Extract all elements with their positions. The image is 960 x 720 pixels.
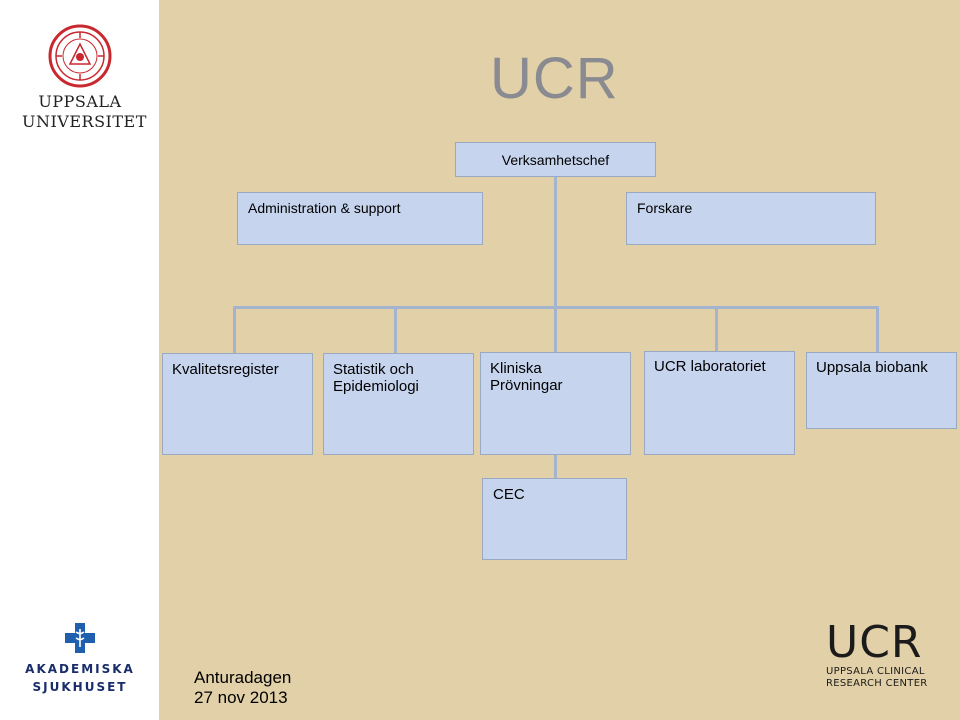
connector-unit-4	[715, 306, 718, 351]
ucr-logo-mark: UCR	[826, 617, 923, 668]
unit-box-2: Statistik och Epidemiologi	[323, 353, 474, 455]
researchers-box: Forskare	[626, 192, 876, 245]
unit-box-3: Kliniska Prövningar	[480, 352, 631, 455]
university-name-line1: UPPSALA	[38, 92, 122, 111]
connector-unit-3	[554, 306, 557, 352]
unit-5-label-line1: Uppsala biobank	[816, 359, 928, 376]
connector-unit-2	[394, 306, 397, 353]
uppsala-university-logo: UPPSALA UNIVERSITET	[22, 24, 147, 132]
slide-title: UCR	[490, 46, 619, 111]
logo-sidebar: UPPSALA UNIVERSITET AKADEMISKA SJUKHUSET	[0, 0, 159, 720]
akademiska-sjukhuset-logo: AKADEMISKA SJUKHUSET	[16, 622, 144, 696]
footer-event: Anturadagen	[194, 668, 292, 687]
footer-date: 27 nov 2013	[194, 688, 288, 707]
unit-4-label-line1: UCR laboratoriet	[654, 358, 766, 375]
head-label: Verksamhetschef	[501, 152, 610, 168]
unit-box-5: Uppsala biobank	[806, 352, 957, 429]
unit-2-label-line1: Statistik och	[333, 361, 414, 378]
ucr-logo-line2: RESEARCH CENTER	[826, 678, 928, 689]
hospital-name-line1: AKADEMISKA	[25, 662, 135, 676]
connector-cec	[554, 454, 557, 478]
ucr-logo: UCR UPPSALA CLINICAL RESEARCH CENTER	[826, 620, 946, 690]
head-box: Verksamhetschef	[455, 142, 656, 177]
unit-3-label-line1: Kliniska	[490, 360, 542, 377]
unit-box-1: Kvalitetsregister	[162, 353, 313, 455]
admin-box: Administration & support	[237, 192, 483, 245]
cec-box: CEC	[482, 478, 627, 560]
unit-2-label-line2: Epidemiologi	[333, 378, 419, 395]
unit-box-4: UCR laboratoriet	[644, 351, 795, 455]
connector-unit-5	[876, 306, 879, 352]
cec-label: CEC	[493, 486, 525, 503]
university-seal-icon	[48, 24, 112, 88]
connector-head-trunk	[554, 177, 557, 309]
unit-1-label-line1: Kvalitetsregister	[172, 361, 279, 378]
unit-3-label-line2: Prövningar	[490, 377, 563, 394]
ucr-logo-line1: UPPSALA CLINICAL	[826, 666, 925, 677]
connector-unit-1	[233, 306, 236, 353]
slide-footer: Anturadagen 27 nov 2013	[194, 668, 291, 708]
admin-label: Administration & support	[248, 200, 401, 216]
hospital-cross-icon	[65, 623, 95, 653]
hospital-name-line2: SJUKHUSET	[32, 680, 128, 694]
university-name-line2: UNIVERSITET	[22, 112, 147, 131]
researchers-label: Forskare	[637, 200, 693, 216]
